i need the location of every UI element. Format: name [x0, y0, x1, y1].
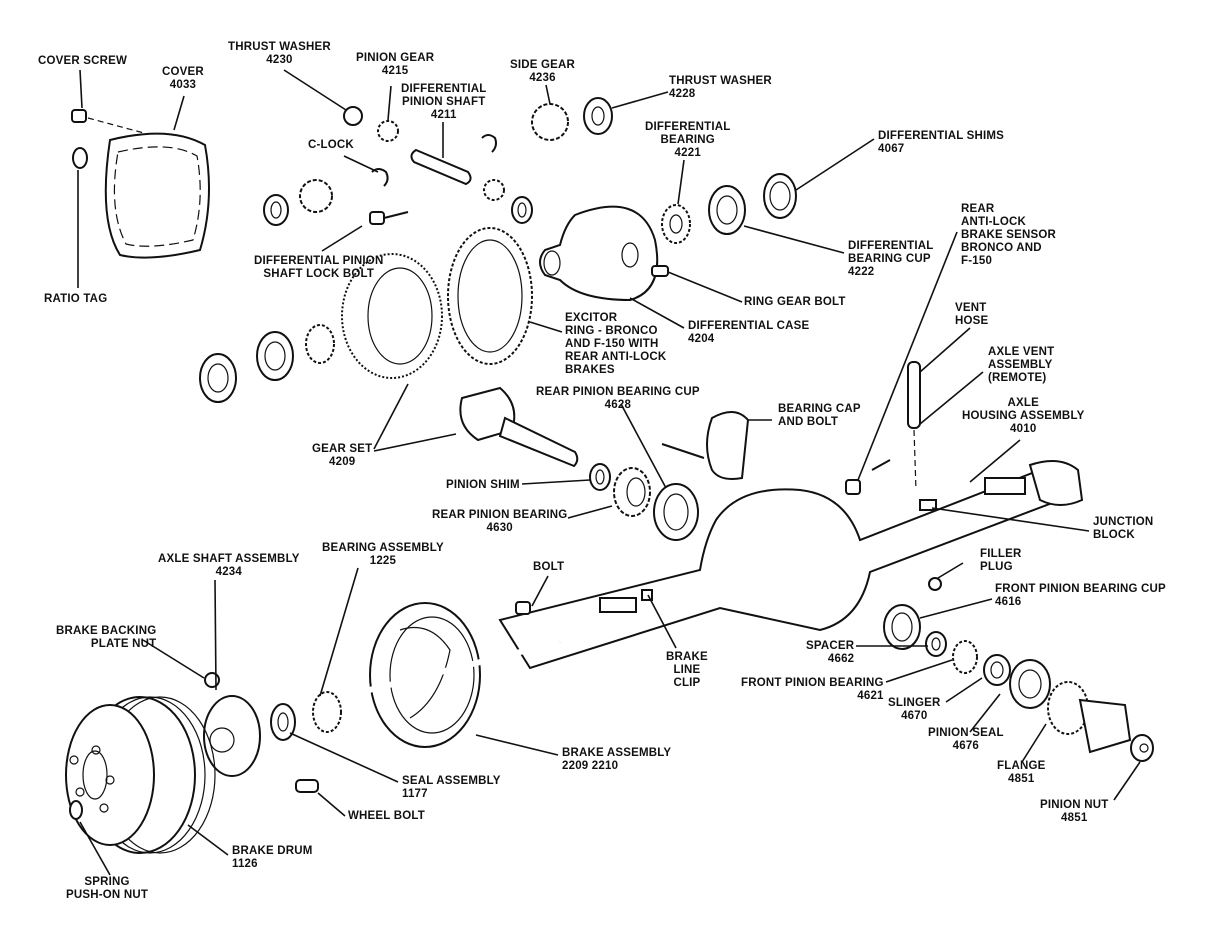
label-spacer: SPACER 4662	[806, 640, 855, 665]
spring-nut-part	[69, 800, 83, 820]
bolt-part	[515, 601, 531, 615]
label-differential-bearing: DIFFERENTIAL BEARING 4221	[645, 121, 731, 159]
label-cover: COVER 4033	[162, 66, 204, 91]
bearing-cap-part	[661, 411, 750, 480]
pinion-gear-part	[377, 120, 399, 142]
axle-flange-part	[203, 695, 261, 777]
label-pinion-shim: PINION SHIM	[446, 479, 520, 491]
differential-bearing-part	[661, 204, 691, 244]
label-brake-drum: BRAKE DRUM 1126	[232, 845, 313, 870]
label-brake-backing-plate-nut: BRAKE BACKING PLATE NUT	[56, 625, 157, 650]
label-front-pinion-bearing: FRONT PINION BEARING 4621	[741, 677, 884, 702]
differential-shims-part	[763, 173, 797, 219]
filler-plug-part	[928, 577, 942, 591]
axle-shaft-part	[249, 639, 561, 723]
pinion-seal-part	[1009, 659, 1051, 709]
label-lock-bolt: DIFFERENTIAL PINION SHAFT LOCK BOLT	[254, 255, 384, 280]
label-rear-pinion-bearing: REAR PINION BEARING 4630	[432, 509, 568, 534]
label-cover-screw: COVER SCREW	[38, 55, 128, 67]
label-differential-bearing-cup: DIFFERENTIAL BEARING CUP 4222	[848, 240, 934, 278]
label-pinion-gear: PINION GEAR 4215	[356, 52, 435, 77]
bearing-assembly-part	[312, 691, 342, 733]
label-vent-hose: VENT HOSE	[955, 302, 989, 327]
ratio-tag-part	[72, 147, 88, 169]
label-abs-sensor: REAR ANTI-LOCK BRAKE SENSOR BRONCO AND F…	[961, 203, 1057, 267]
left-differential-bearing-part	[305, 324, 335, 364]
thrust-washer-left-part	[263, 194, 289, 226]
wheel-bolt-part	[295, 779, 319, 793]
label-axle-shaft-assembly: AXLE SHAFT ASSEMBLY 4234	[158, 553, 300, 578]
thrust-washer-right-part	[511, 196, 533, 224]
brake-drum-part	[65, 696, 216, 854]
differential-bearing-cup-part	[708, 185, 746, 235]
excitor-ring-part	[447, 227, 533, 365]
flange-part	[1047, 681, 1132, 754]
label-flange: FLANGE 4851	[997, 760, 1046, 785]
label-pinion-nut: PINION NUT 4851	[1040, 799, 1109, 824]
ring-gear-part	[341, 253, 443, 379]
label-brake-assembly: BRAKE ASSEMBLY 2209 2210	[562, 747, 672, 772]
pinion-gear-2-part	[483, 179, 505, 201]
label-ratio-tag: RATIO TAG	[44, 293, 108, 305]
thrust-washer-4230-part	[343, 106, 363, 126]
axle-housing-part	[498, 460, 1084, 670]
abs-sensor-part	[845, 459, 891, 495]
rear-pinion-bearing-cup-part	[653, 483, 699, 541]
label-pinion-seal: PINION SEAL 4676	[928, 727, 1004, 752]
vent-hose-part	[907, 361, 921, 491]
label-side-gear: SIDE GEAR 4236	[510, 59, 576, 84]
drive-pinion-part	[459, 386, 579, 468]
label-axle-vent: AXLE VENT ASSEMBLY (REMOTE)	[988, 346, 1055, 384]
label-bolt: BOLT	[533, 561, 565, 573]
label-brake-line-clip: BRAKE LINE CLIP	[666, 651, 708, 689]
pinion-shaft-part	[410, 148, 472, 186]
thrust-washer-4228-part	[583, 97, 613, 135]
label-axle-housing: AXLE HOUSING ASSEMBLY 4010	[962, 397, 1085, 435]
label-junction-block: JUNCTION BLOCK	[1093, 516, 1154, 541]
label-slinger: SLINGER 4670	[888, 697, 941, 722]
label-filler-plug: FILLER PLUG	[980, 548, 1022, 573]
label-front-pinion-bearing-cup: FRONT PINION BEARING CUP 4616	[995, 583, 1166, 608]
side-gear-part	[531, 103, 569, 141]
front-pinion-bearing-cup-part	[883, 604, 921, 650]
left-bearing-cup-part	[199, 353, 237, 403]
label-excitor-ring: EXCITOR RING - BRONCO AND F-150 WITH REA…	[565, 312, 667, 376]
label-wheel-bolt: WHEEL BOLT	[348, 810, 425, 822]
label-gear-set: GEAR SET 4209	[312, 443, 373, 468]
leader-lines	[77, 69, 1141, 876]
label-spring-push-on-nut: SPRING PUSH-ON NUT	[66, 876, 149, 901]
pinion-shim-part	[589, 463, 611, 491]
front-pinion-bearing-part	[952, 640, 978, 674]
pinion-nut-part	[1130, 734, 1154, 762]
label-ring-gear-bolt: RING GEAR BOLT	[744, 296, 846, 308]
differential-case-part	[539, 205, 659, 302]
seal-assembly-part	[270, 703, 296, 741]
label-differential-pinion-shaft: DIFFERENTIAL PINION SHAFT 4211	[401, 83, 487, 121]
label-seal-assembly: SEAL ASSEMBLY 1177	[402, 775, 501, 800]
slinger-part	[983, 654, 1011, 686]
label-differential-shims: DIFFERENTIAL SHIMS 4067	[878, 130, 1005, 155]
label-bearing-assembly: BEARING ASSEMBLY 1225	[322, 542, 444, 567]
c-lock-2-part	[481, 134, 497, 153]
label-thrust-washer-4228: THRUST WASHER 4228	[669, 75, 772, 100]
label-differential-case: DIFFERENTIAL CASE 4204	[688, 320, 810, 345]
brake-backing-nut-part	[204, 672, 220, 688]
cover-part	[104, 132, 210, 259]
left-bearing-cup-2-part	[256, 331, 294, 381]
label-thrust-washer-4230: THRUST WASHER 4230	[228, 41, 331, 66]
ring-gear-bolt-part	[651, 265, 669, 277]
label-rear-pinion-bearing-cup: REAR PINION BEARING CUP 4628	[536, 386, 700, 411]
rear-pinion-bearing-part	[613, 467, 651, 517]
side-gear-2-part	[299, 179, 333, 213]
label-bearing-cap: BEARING CAP AND BOLT	[778, 403, 861, 428]
label-c-lock: C-LOCK	[308, 139, 354, 151]
c-lock-part	[371, 168, 389, 187]
spacer-part	[925, 631, 947, 657]
lock-bolt-part	[369, 211, 409, 225]
